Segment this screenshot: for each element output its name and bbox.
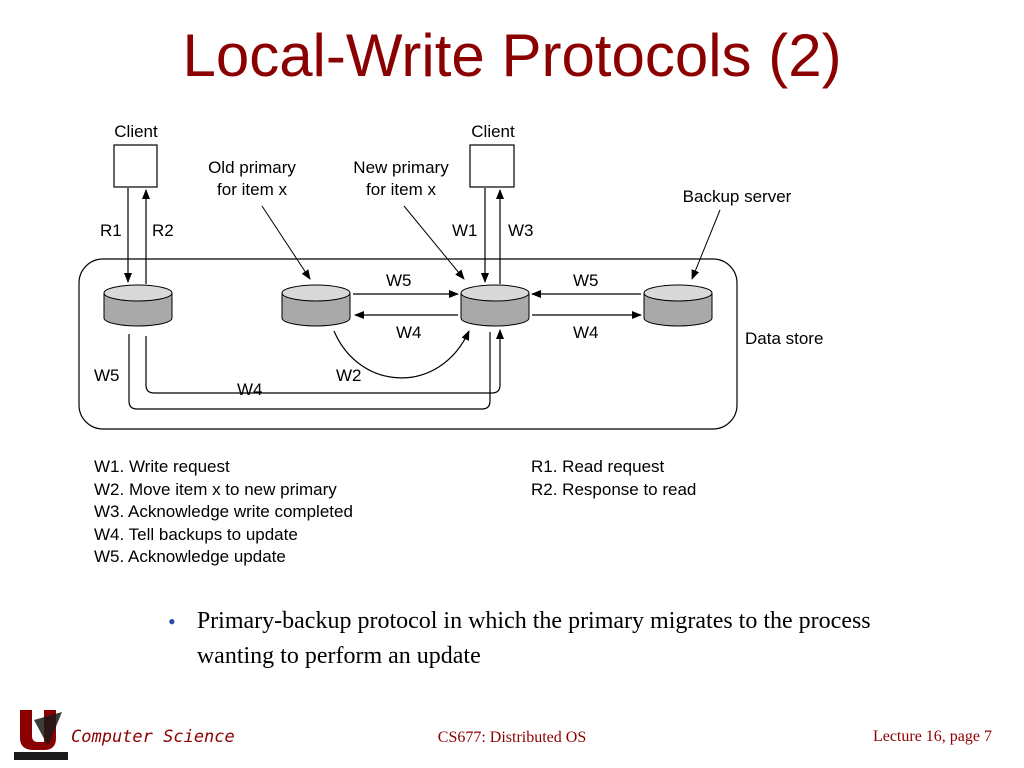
new-primary-label-2: for item x: [366, 180, 436, 199]
legend-item: R1. Read request: [531, 457, 665, 476]
arrow-label-w4-mid-right: W4: [573, 323, 599, 342]
legend-item: R2. Response to read: [531, 479, 697, 499]
bullet-item: • Primary-backup protocol in which the p…: [168, 604, 928, 674]
data-store-boundary: [78, 258, 738, 430]
legend-write-steps: W1. Write request W2. Move item x to new…: [94, 456, 353, 569]
w2-move-arrow: [333, 330, 470, 379]
new-primary-label-1: New primary: [353, 158, 449, 177]
footer-course: CS677: Distributed OS: [437, 729, 587, 746]
w4-loop-outer: [128, 332, 491, 410]
w5-loop-inner: [145, 329, 504, 394]
old-primary-label-2: for item x: [217, 180, 287, 199]
client-label-right: Client: [471, 122, 515, 141]
old-primary-label-1: Old primary: [208, 158, 296, 177]
arrow-label-w5-top-right: W5: [573, 271, 599, 290]
disk-backup-server: [643, 284, 713, 327]
arrow-label-r2: R2: [152, 221, 174, 240]
slide-title: Local-Write Protocols (2): [182, 22, 842, 89]
client-arrows: [124, 188, 504, 284]
arrow-label-w3: W3: [508, 221, 534, 240]
horizontal-arrows: [353, 290, 642, 319]
pointer-arrows: [261, 205, 721, 280]
footer-department: Computer Science: [71, 727, 235, 747]
client-label-left: Client: [114, 122, 158, 141]
arrow-label-w2: W2: [336, 366, 362, 385]
disk-new-primary: [460, 284, 530, 327]
arrow-label-w5-top-left: W5: [386, 271, 412, 290]
legend-item: W1. Write request: [94, 457, 230, 476]
arrow-label-w1: W1: [452, 221, 478, 240]
disk-left: [103, 284, 173, 327]
legend-read-steps: R1. Read request R2. Response to read: [531, 456, 696, 501]
backup-server-label: Backup server: [683, 187, 792, 206]
legend-item: W4. Tell backups to update: [94, 524, 298, 544]
arrow-label-w4-mid-left: W4: [396, 323, 422, 342]
disk-old-primary: [281, 284, 351, 327]
legend-item: W5. Acknowledge update: [94, 547, 286, 566]
bullet-dot-icon: •: [168, 609, 176, 634]
footer-page-number: Lecture 16, page 7: [872, 728, 992, 745]
arrow-label-r1: R1: [100, 221, 122, 240]
arrow-label-w5-left: W5: [94, 366, 120, 385]
arrow-label-w4-bottom: W4: [237, 380, 263, 399]
client-box-right: [469, 144, 515, 188]
legend-item: W2. Move item x to new primary: [94, 479, 337, 499]
umass-logo: [14, 706, 68, 760]
bullet-text: Primary-backup protocol in which the pri…: [196, 608, 871, 669]
legend-item: W3. Acknowledge write completed: [94, 502, 353, 521]
client-box-left: [113, 144, 158, 188]
data-store-label: Data store: [745, 329, 823, 348]
